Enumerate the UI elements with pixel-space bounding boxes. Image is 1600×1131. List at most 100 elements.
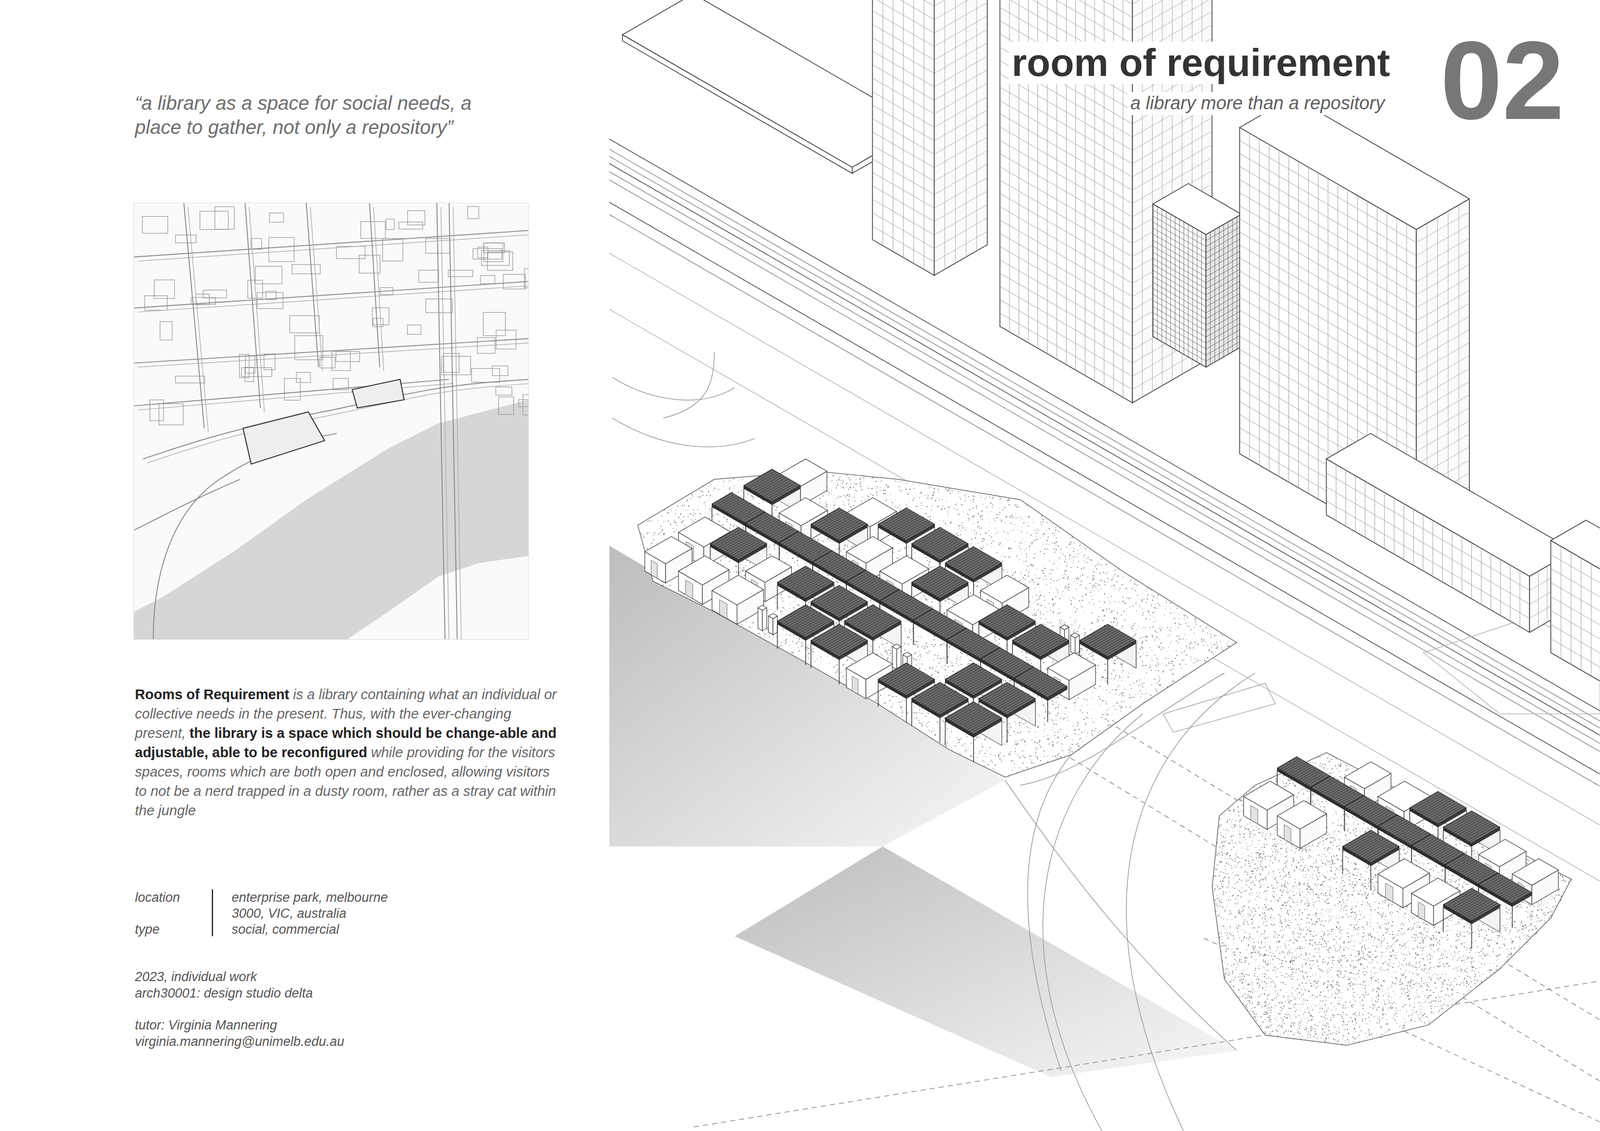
building (872, 0, 988, 276)
map-building (495, 386, 512, 396)
map-building (269, 212, 284, 223)
map-building (292, 264, 321, 274)
room-opening (719, 599, 728, 619)
map-building (498, 397, 514, 415)
roof-slats (812, 625, 867, 657)
map-river (133, 400, 529, 640)
window-grid (1205, 216, 1242, 365)
room-opening (1250, 805, 1259, 825)
roof (644, 536, 693, 564)
map-building (480, 275, 495, 284)
library-room (711, 575, 764, 625)
tutor-email: virginia.mannering@unimelb.edu.au (134, 1034, 345, 1051)
roof-slats (711, 528, 766, 560)
map-building (144, 296, 167, 311)
window-grid (1153, 206, 1207, 365)
roof (1047, 652, 1096, 681)
roof-slats (947, 548, 1001, 579)
map-site (242, 412, 325, 465)
map-frame (133, 203, 529, 640)
text-holder: virginia.mannering@unimelb.edu.au (134, 1034, 345, 1051)
text-holder: “a library as a space for social needs, … (134, 90, 493, 140)
roof-slats (980, 683, 1035, 715)
table-divider (211, 889, 214, 937)
roof-top (1079, 624, 1137, 657)
roof-top (811, 624, 868, 657)
roof-slats (1445, 812, 1499, 844)
roof-top (1443, 888, 1500, 921)
text-holder: location (134, 889, 180, 907)
roof-top (1342, 830, 1400, 863)
map-building (360, 221, 386, 239)
roof (1070, 633, 1080, 639)
map-building (214, 206, 235, 230)
map-road (306, 203, 319, 368)
map-building (239, 354, 250, 378)
title-block: room of requirement (1008, 41, 1393, 85)
roof (768, 613, 778, 620)
map-building (524, 268, 529, 289)
map-building (149, 400, 164, 421)
map-road (448, 203, 458, 640)
map-road (188, 207, 209, 433)
info-value: enterprise park, melbourne 3000, VIC, au… (231, 889, 421, 922)
text-holder: social, commercial (231, 921, 340, 939)
gravel-stipple (1213, 755, 1572, 1045)
facade (872, 0, 935, 276)
dashed-axis (694, 981, 1600, 1128)
map-building (241, 367, 272, 377)
map-highway (153, 433, 338, 640)
window-grid (1550, 546, 1600, 688)
subtitle: a library more than a repository (1127, 91, 1388, 116)
roof-slats (913, 683, 968, 715)
roof-slats (879, 508, 934, 540)
roof-slats (1344, 831, 1399, 863)
roof-slats (1445, 889, 1499, 921)
map-building (203, 290, 227, 298)
map-building (443, 353, 460, 373)
map-building (483, 242, 503, 262)
roof-slats (1081, 625, 1135, 657)
facade (1075, 635, 1080, 655)
roof-slats (1014, 625, 1068, 657)
description-paragraph: Rooms of Requirementis a library contain… (134, 684, 561, 821)
map-building (251, 238, 262, 250)
roof-slats (779, 606, 833, 638)
facade (1070, 635, 1076, 655)
map-road (137, 383, 454, 411)
roof-slats (947, 664, 1001, 696)
quote: “a library as a space for social needs, … (134, 90, 493, 140)
map-building (448, 270, 474, 278)
tutor-note: tutor: Virginia Mannering (134, 1017, 278, 1035)
project-name: Rooms of Requirement (134, 686, 290, 703)
roof-slats (812, 586, 867, 618)
text-holder: arch30001: design studio delta (134, 985, 313, 1003)
map-ground (133, 203, 529, 640)
map-building (487, 251, 513, 271)
building (1550, 520, 1600, 695)
map-building (492, 366, 508, 376)
axonometric-scene (609, 0, 1600, 1131)
text-holder: 02 (1437, 25, 1568, 137)
roof (846, 536, 893, 563)
landscape-curve (1027, 755, 1072, 1072)
library-room (768, 613, 778, 636)
map-building (175, 235, 197, 243)
roof-slats (879, 664, 934, 696)
facade (892, 646, 897, 670)
map-highway (133, 479, 240, 531)
roof-slats (913, 528, 968, 560)
roof-top (743, 469, 801, 502)
map-blocks (142, 206, 529, 426)
site-map (133, 203, 529, 640)
map-building (418, 270, 439, 283)
roof-slats (779, 567, 833, 599)
map-building (245, 355, 255, 374)
map-building (407, 210, 426, 226)
map-building (160, 321, 173, 341)
map-building (296, 372, 311, 383)
text-holder: a library more than a repository (1127, 91, 1388, 116)
map-building (199, 211, 229, 230)
roof-top (710, 527, 767, 560)
roof (1239, 96, 1470, 230)
